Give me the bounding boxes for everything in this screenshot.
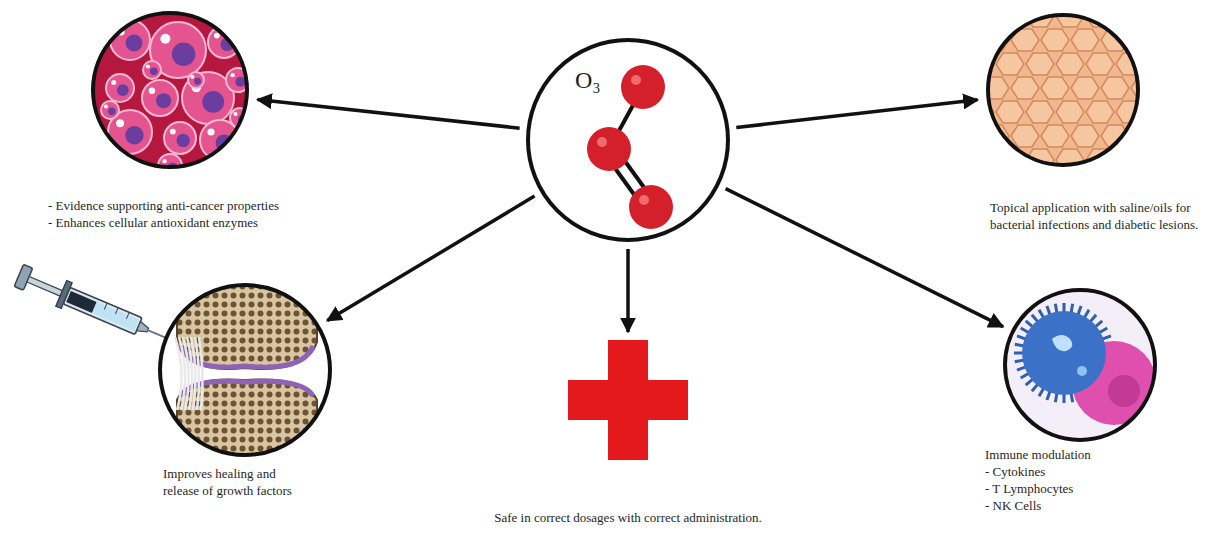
joint-illustration bbox=[157, 282, 333, 458]
circle-outline bbox=[1005, 290, 1155, 440]
circle-outline bbox=[93, 13, 247, 167]
arrow-connector bbox=[726, 189, 1003, 327]
skin-circle: Topical application with saline/oils for… bbox=[985, 12, 1207, 238]
caption-text: Immune modulation bbox=[985, 447, 1195, 464]
caption-text: - NK Cells bbox=[985, 498, 1195, 515]
arrow-connector bbox=[327, 196, 534, 320]
illustration bbox=[175, 277, 317, 463]
circle-outline bbox=[160, 285, 330, 455]
caption-block: Improves healing and release of growth f… bbox=[163, 466, 313, 500]
arrow-connector bbox=[626, 249, 630, 332]
caption-text: - Enhances cellular antioxidant enzymes bbox=[48, 215, 318, 232]
circle-ground bbox=[93, 13, 247, 167]
ozone-illustration bbox=[525, 37, 731, 243]
immune-cells-circle: Immune modulation- Cytokines- T Lymphocy… bbox=[962, 287, 1202, 519]
caption-text: Safe in correct dosages with correct adm… bbox=[440, 510, 816, 527]
circle-outline bbox=[528, 40, 728, 240]
circle-ground bbox=[1005, 290, 1155, 440]
caption-block: O₃ bbox=[575, 67, 635, 93]
caption-text: - Evidence supporting anti-cancer proper… bbox=[48, 198, 318, 215]
illustration bbox=[966, 5, 1159, 171]
syringe bbox=[13, 262, 188, 357]
caption-block: Immune modulation- Cytokines- T Lymphocy… bbox=[985, 447, 1195, 515]
circle-ground bbox=[988, 15, 1138, 165]
arrow-connector bbox=[257, 100, 519, 129]
circle-ground bbox=[528, 40, 728, 240]
cross-illustration bbox=[568, 340, 688, 460]
cancer-illustration bbox=[90, 10, 250, 170]
caption-text: Improves healing and release of growth f… bbox=[163, 466, 313, 500]
caption-block: Topical application with saline/oils for… bbox=[990, 200, 1202, 234]
caption-text: - T Lymphocytes bbox=[985, 481, 1195, 498]
ozone-circle: O₃ bbox=[525, 37, 731, 247]
caption-block: - Evidence supporting anti-cancer proper… bbox=[48, 198, 318, 232]
joint-circle: Improves healing and release of growth f… bbox=[157, 282, 333, 504]
red-cross-shape bbox=[568, 340, 688, 460]
arrow-connector bbox=[736, 100, 977, 128]
red-cross: Safe in correct dosages with correct adm… bbox=[440, 340, 816, 531]
caption-text: Topical application with saline/oils for… bbox=[990, 200, 1202, 234]
caption-block: Safe in correct dosages with correct adm… bbox=[440, 510, 816, 527]
immune-illustration bbox=[1002, 287, 1158, 443]
formula-label: O₃ bbox=[575, 67, 635, 93]
skin-illustration bbox=[985, 12, 1141, 168]
cancer-cells-circle: - Evidence supporting anti-cancer proper… bbox=[40, 10, 320, 236]
illustration bbox=[101, 20, 250, 178]
caption-text: - Cytokines bbox=[985, 464, 1195, 481]
circle-outline bbox=[988, 15, 1138, 165]
illustration bbox=[1014, 303, 1156, 425]
